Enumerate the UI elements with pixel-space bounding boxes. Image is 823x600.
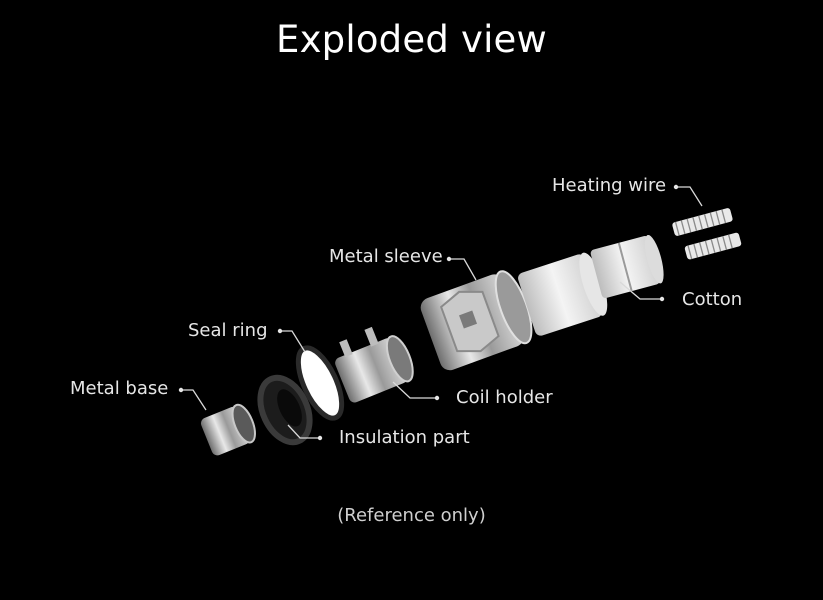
seal-ring-shape <box>295 345 345 421</box>
leader-cotton <box>619 281 662 300</box>
label-seal-ring: Seal ring <box>188 320 268 341</box>
insulation-part-shape <box>257 374 313 446</box>
leader-seal-ring <box>280 330 306 353</box>
cotton-sleeve-shape <box>518 252 608 336</box>
leader-metal-sleeve <box>449 258 477 281</box>
leader-coil-holder <box>392 381 437 399</box>
leader-heating-wire <box>676 186 703 207</box>
leader-insulation-part <box>287 424 320 439</box>
label-coil-holder: Coil holder <box>456 387 553 408</box>
coil-holder-shape <box>335 326 414 403</box>
leader-metal-base <box>181 389 207 411</box>
metal-base-part <box>200 403 256 456</box>
label-heating-wire: Heating wire <box>552 175 667 196</box>
label-cotton: Cotton <box>682 289 743 310</box>
label-metal-sleeve: Metal sleeve <box>329 246 443 267</box>
page-title: Exploded view <box>276 18 547 61</box>
leader-lines <box>181 186 703 439</box>
heating-wire-shape <box>672 208 742 260</box>
leader-dots <box>178 184 679 441</box>
reference-note: (Reference only) <box>337 505 486 526</box>
label-metal-base: Metal base <box>70 378 169 399</box>
cotton-shape <box>590 234 664 298</box>
label-insulation-part: Insulation part <box>339 427 470 448</box>
metal-sleeve-shape <box>420 270 533 371</box>
